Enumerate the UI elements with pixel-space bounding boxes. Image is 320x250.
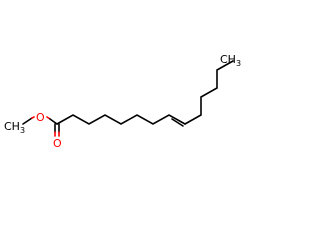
carbon-chain-bonds — [22, 60, 234, 137]
alkyl-chain-lower — [56, 114, 186, 125]
skeletal-structure: CH3 O O CH3 — [4, 53, 241, 150]
atom-labels: CH3 O O CH3 — [4, 53, 241, 150]
terminal-methyl-label: CH3 — [220, 53, 241, 68]
carbonyl-oxygen-label: O — [53, 137, 62, 150]
bond-methyl-oxygen — [22, 117, 33, 125]
bond-cis-double-inner — [171, 118, 184, 127]
alkyl-chain-upper — [184, 60, 234, 125]
methyl-label: CH3 — [4, 120, 25, 135]
ester-oxygen-label: O — [36, 111, 45, 124]
bond-methyl-oxygen-red — [31, 116, 35, 119]
bond-oxygen-carbonyl — [49, 118, 58, 125]
